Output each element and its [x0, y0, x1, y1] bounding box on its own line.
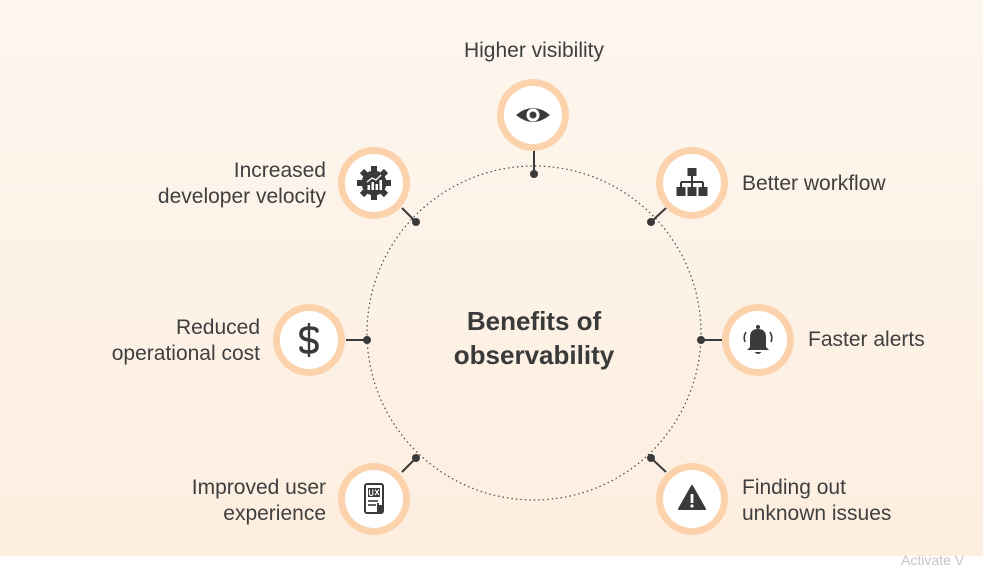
node-improved-user-experience [338, 463, 410, 535]
central-circle [366, 165, 702, 501]
node-faster-alerts [722, 304, 794, 376]
bottom-strip [0, 556, 983, 566]
node-increased-developer-velocity [338, 147, 410, 219]
connector-faster-alerts [697, 336, 722, 344]
label-better-workflow: Better workflow [742, 172, 886, 195]
center-title-line2: observability [453, 340, 615, 370]
label-improved-user-experience: Improved user experience [191, 476, 326, 525]
activate-watermark: Activate V [901, 552, 965, 568]
connector-increased-developer-velocity [401, 207, 420, 226]
node-better-workflow [656, 147, 728, 219]
center-title: Benefits of observability [384, 304, 684, 372]
bell-icon [743, 325, 773, 354]
diagram-background [0, 0, 983, 556]
connector-finding-unknown-issues [647, 454, 667, 473]
connector-reduced-operational-cost [346, 336, 371, 344]
label-higher-visibility: Higher visibility [463, 39, 605, 62]
dollar-icon [299, 323, 319, 357]
label-finding-unknown-issues: Finding out unknown issues [742, 476, 892, 525]
gear-chart-icon [357, 166, 391, 200]
connector-improved-user-experience [401, 454, 420, 473]
benefits-diagram [273, 79, 794, 535]
node-higher-visibility [497, 79, 569, 151]
connector-higher-visibility [530, 150, 538, 178]
label-faster-alerts: Faster alerts [808, 328, 925, 351]
ux-phone-icon [364, 483, 384, 514]
node-reduced-operational-cost [273, 304, 345, 376]
center-title-line1: Benefits of [466, 306, 602, 336]
label-reduced-operational-cost: Reduced operational cost [111, 316, 260, 365]
node-finding-unknown-issues [656, 463, 728, 535]
label-increased-developer-velocity: Increased developer velocity [157, 159, 326, 208]
connector-better-workflow [647, 207, 667, 226]
eye-icon [516, 108, 550, 122]
warning-icon [678, 485, 706, 510]
hierarchy-icon [676, 168, 708, 196]
